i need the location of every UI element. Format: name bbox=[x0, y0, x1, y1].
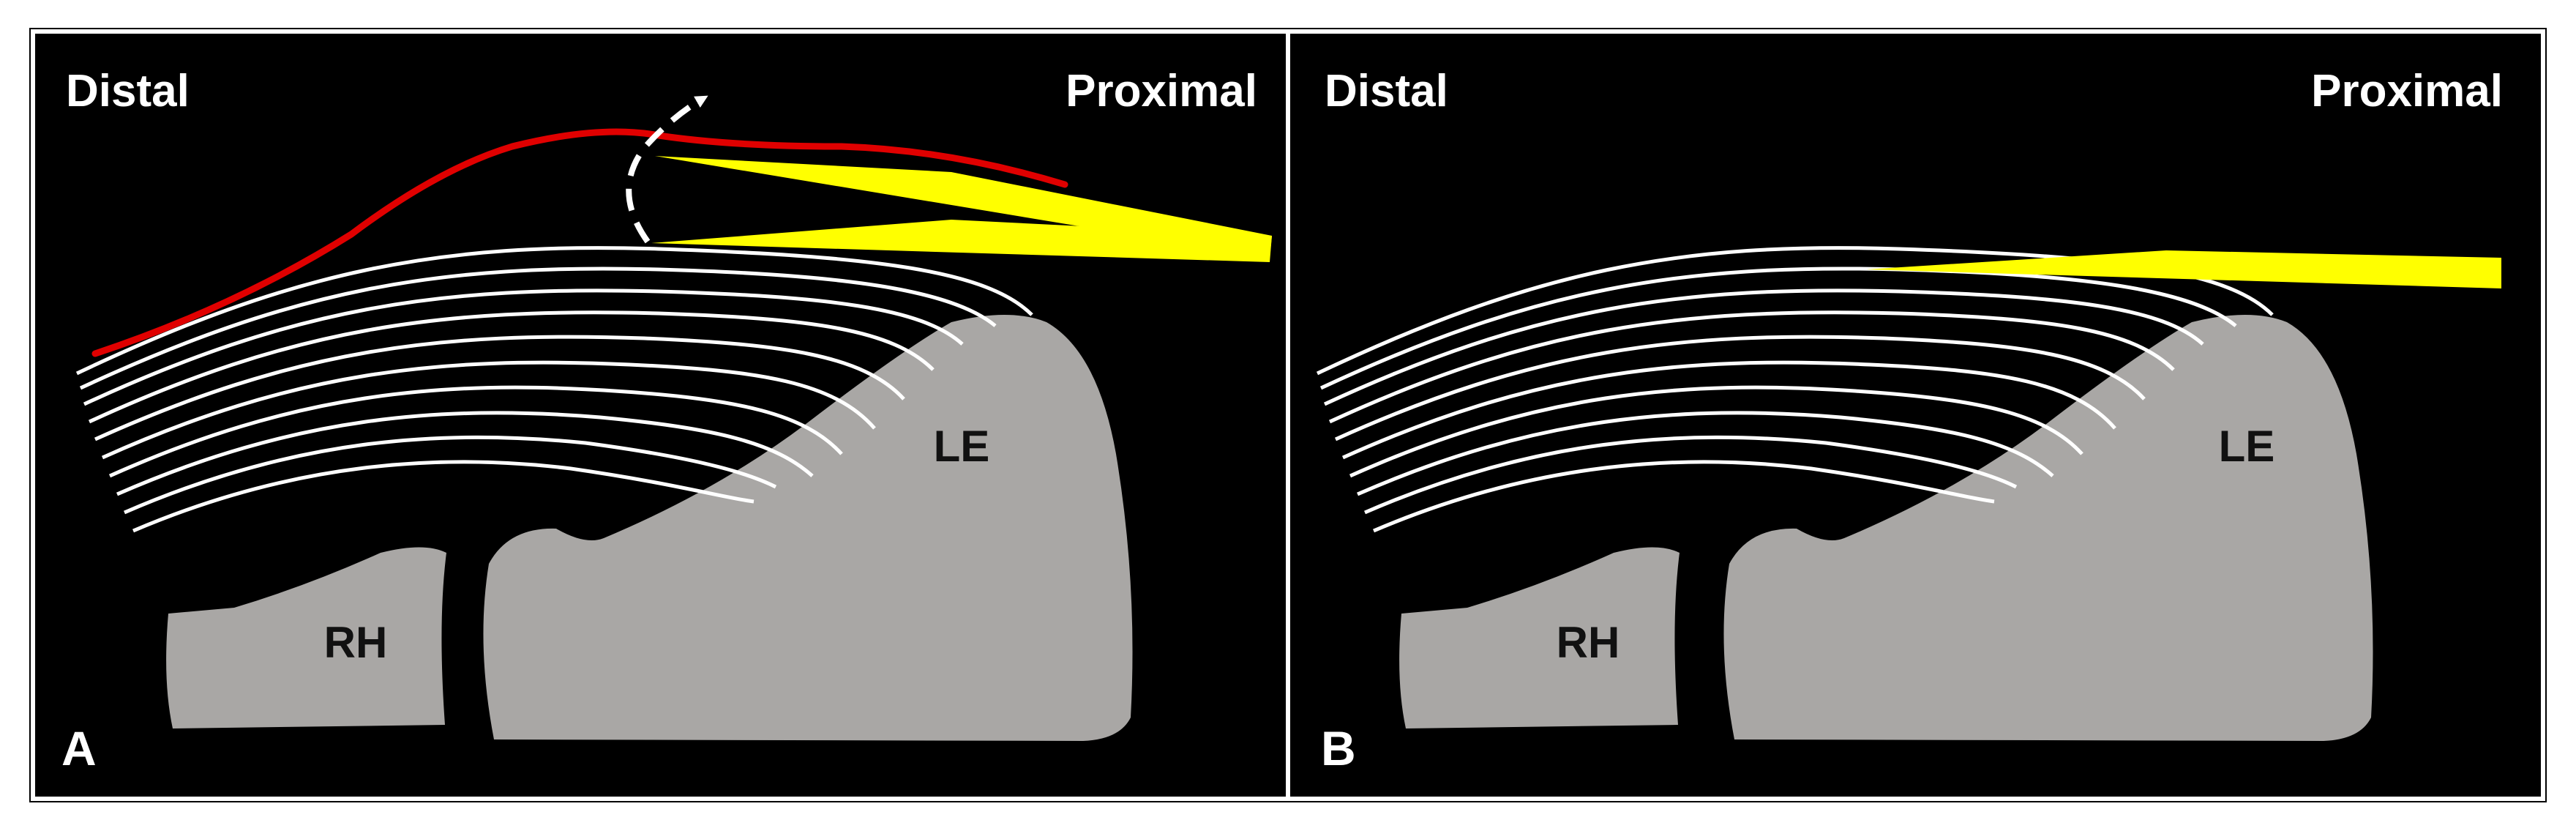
lateral-epicondyle-bone bbox=[1723, 315, 2373, 741]
tendon-fibers bbox=[1316, 246, 2274, 533]
panel-b-le-label: LE bbox=[2219, 422, 2275, 471]
panel-b-letter: B bbox=[1321, 721, 1356, 775]
capsule-line bbox=[91, 128, 1068, 357]
panel-a-distal-label: Distal bbox=[66, 66, 190, 116]
panel-b-rh-label: RH bbox=[1557, 618, 1620, 667]
radial-head-bone bbox=[1399, 547, 1680, 728]
lateral-epicondyle-bone bbox=[483, 315, 1133, 741]
panel-a-proximal-label: Proximal bbox=[1066, 66, 1257, 116]
panel-b: Distal Proximal LE RH B bbox=[1316, 66, 2503, 775]
radial-head-bone bbox=[166, 547, 446, 728]
panel-a-letter: A bbox=[61, 721, 97, 775]
panel-b-proximal-label: Proximal bbox=[2311, 66, 2503, 116]
panel-a-le-label: LE bbox=[934, 422, 990, 471]
panel-a: Distal Proximal LE RH A bbox=[61, 66, 1272, 775]
instrument-closed bbox=[1866, 250, 2501, 288]
instrument-lower-jaw bbox=[651, 220, 1272, 262]
tendon-fibers bbox=[75, 246, 1033, 533]
panel-b-distal-label: Distal bbox=[1325, 66, 1448, 116]
panel-a-rh-label: RH bbox=[324, 618, 388, 667]
curved-dashed-arrow-icon bbox=[626, 95, 708, 244]
